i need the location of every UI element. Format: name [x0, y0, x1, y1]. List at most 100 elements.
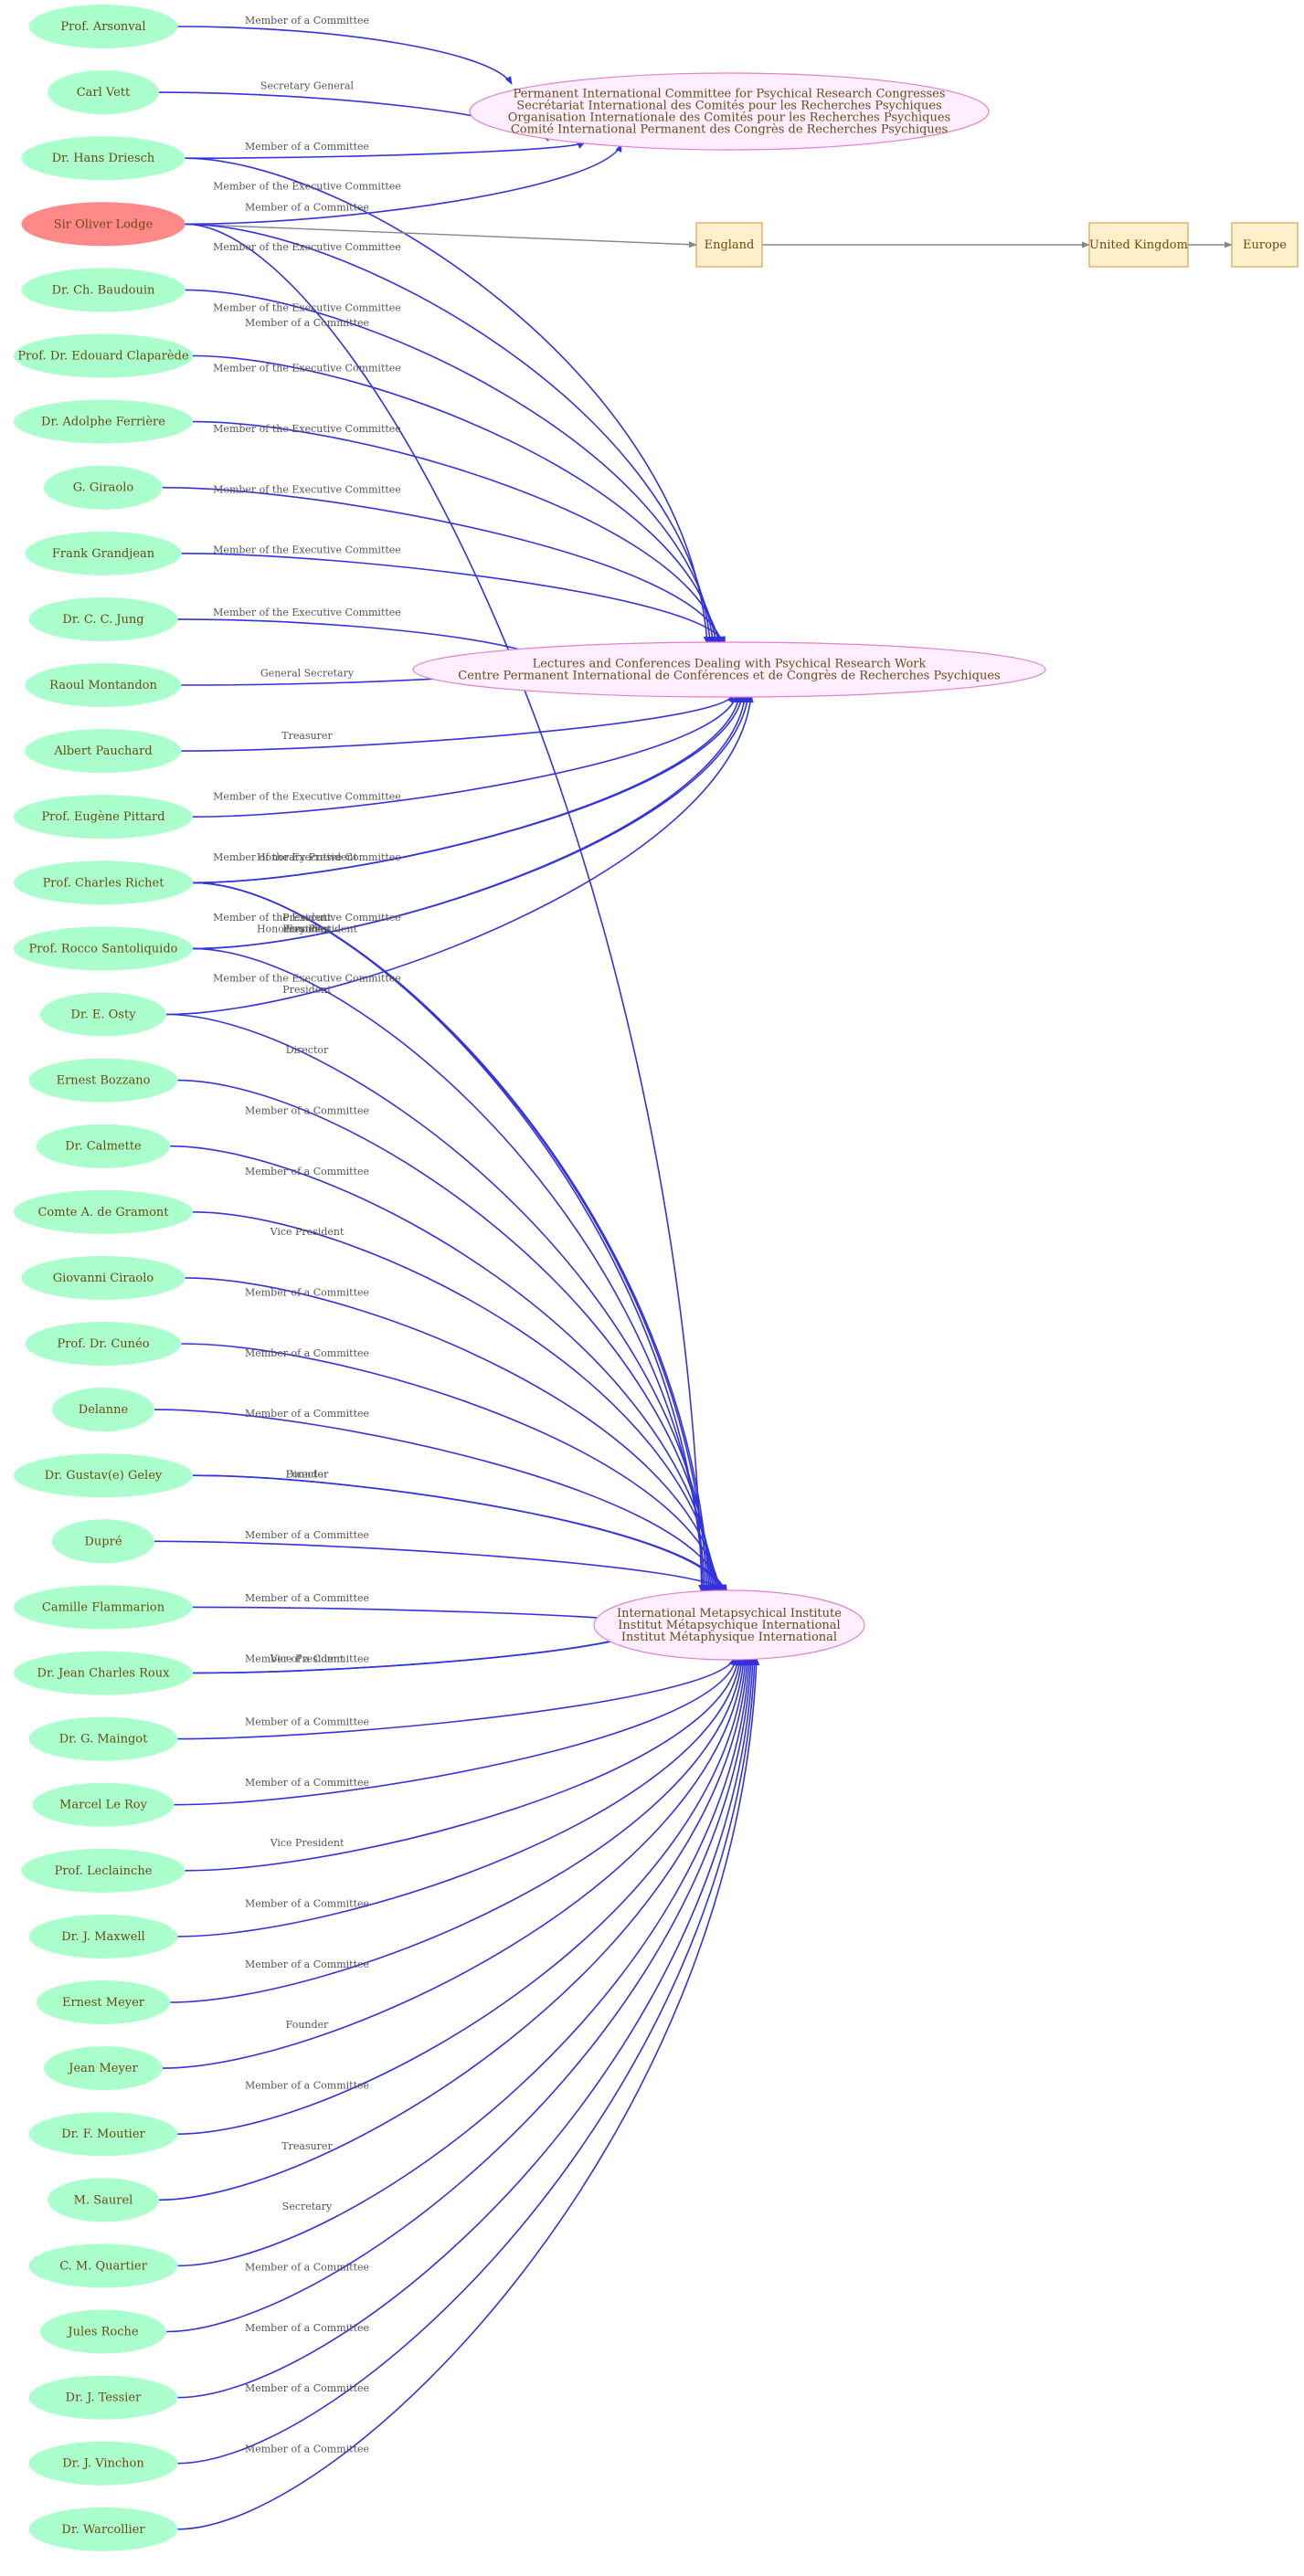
node-gramont[interactable]: Comte A. de Gramont [14, 1189, 193, 1234]
edge-label-honorary-president: Honorary President [257, 851, 358, 863]
node-dupre[interactable]: Dupré [52, 1519, 154, 1564]
edge-flammarion-imi [192, 1606, 656, 1626]
node-label: Ernest Meyer [62, 1996, 145, 2010]
node-santoliquido[interactable]: Prof. Rocco Santoliquido [14, 926, 193, 971]
node-label: Raoul Montandon [49, 679, 157, 692]
node-quartier[interactable]: C. M. Quartier [28, 2243, 178, 2288]
node-label: Prof. Dr. Edouard Claparède [17, 350, 188, 364]
node-ciraolo[interactable]: Giovanni Ciraolo [21, 1255, 186, 1300]
node-roche[interactable]: Jules Roche [39, 2309, 167, 2354]
node-warcollier[interactable]: Dr. Warcollier [28, 2507, 178, 2551]
node-bozzano[interactable]: Ernest Bozzano [28, 1058, 178, 1103]
node-label: Prof. Rocco Santoliquido [29, 942, 178, 955]
person-ellipse [14, 399, 193, 444]
node-label: Prof. Charles Richet [43, 876, 165, 890]
person-ellipse [21, 1848, 186, 1893]
node-pittard[interactable]: Prof. Eugène Pittard [14, 795, 193, 839]
edge-lodge-lec [185, 223, 714, 645]
edge-label-member-of-the-executive-committee: Member of the Executive Committee [213, 912, 401, 924]
node-label: Dr. J. Tessier [66, 2391, 142, 2405]
edge-label-member-of-a-committee: Member of a Committee [245, 2322, 369, 2334]
edge-claparede-lec [192, 354, 719, 645]
node-calmette[interactable]: Dr. Calmette [36, 1124, 171, 1168]
node-maxwell[interactable]: Dr. J. Maxwell [28, 1914, 178, 1958]
edge-driesch-pic [185, 142, 586, 159]
edge-label-member-of-a-committee: Member of a Committee [245, 2382, 369, 2394]
node-osty[interactable]: Dr. E. Osty [39, 992, 167, 1037]
node-richet[interactable]: Prof. Charles Richet [14, 860, 193, 905]
edge-label-member-of-the-executive-committee: Member of the Executive Committee [213, 423, 401, 435]
node-label: Albert Pauchard [53, 744, 152, 758]
node-emeyer[interactable]: Ernest Meyer [36, 1980, 171, 2024]
node-label: Dr. Gustav(e) Geley [45, 1469, 163, 1483]
node-label: Comte A. de Gramont [37, 1206, 169, 1219]
node-leroy[interactable]: Marcel Le Roy [32, 1782, 175, 1827]
node-arsonval[interactable]: Prof. Arsonval [28, 5, 178, 48]
node-leclainche[interactable]: Prof. Leclainche [21, 1848, 186, 1893]
node-lec[interactable]: Lectures and Conferences Dealing with Ps… [412, 641, 1046, 698]
person-ellipse [28, 5, 178, 48]
node-grandjean[interactable]: Frank Grandjean [25, 531, 182, 575]
edge-delanne-imi [154, 1409, 725, 1593]
edge-leroy-imi [174, 1657, 738, 1806]
node-saurel[interactable]: M. Saurel [48, 2178, 159, 2222]
node-lodge[interactable]: Sir Oliver Lodge [21, 202, 186, 247]
edge-santoliquido-imi [192, 947, 709, 1593]
edge-vinchon-imi [177, 1657, 758, 2465]
edge-label-member-of-a-committee: Member of a Committee [245, 1104, 369, 1116]
node-vett[interactable]: Carl Vett [48, 70, 159, 115]
edge-label-founder: Founder [286, 2019, 329, 2031]
node-label: Dr. Warcollier [61, 2523, 145, 2537]
node-label-line: Secrétariat International des Comités po… [516, 100, 941, 113]
node-label: England [705, 238, 755, 252]
person-ellipse [14, 795, 193, 839]
person-ellipse [39, 2309, 167, 2354]
node-montandon[interactable]: Raoul Montandon [25, 663, 182, 707]
person-ellipse [14, 926, 193, 971]
node-jung[interactable]: Dr. C. C. Jung [28, 596, 178, 641]
node-claparede[interactable]: Prof. Dr. Edouard Claparède [14, 333, 193, 378]
edge-giraolo-lec [162, 486, 724, 645]
node-jmeyer[interactable]: Jean Meyer [44, 2046, 163, 2091]
node-europe[interactable]: Europe [1231, 222, 1299, 268]
org-ellipse [412, 641, 1046, 698]
node-delanne[interactable]: Delanne [52, 1388, 154, 1432]
person-ellipse [28, 596, 178, 641]
node-roux[interactable]: Dr. Jean Charles Roux [14, 1651, 193, 1695]
node-ferriere[interactable]: Dr. Adolphe Ferrière [14, 399, 193, 444]
edge-dupre-imi [154, 1540, 728, 1593]
node-driesch[interactable]: Dr. Hans Driesch [21, 136, 186, 181]
person-ellipse [25, 531, 182, 575]
node-baudouin[interactable]: Dr. Ch. Baudouin [21, 268, 186, 312]
person-ellipse [14, 860, 193, 905]
node-flammarion[interactable]: Camille Flammarion [14, 1585, 193, 1630]
node-pic[interactable]: Permanent International Committee for Ps… [469, 72, 990, 151]
edge-quartier-imi [177, 1657, 753, 2267]
edge-label-treasurer: Treasurer [281, 730, 333, 742]
edge-calmette-imi [170, 1145, 717, 1593]
edge-label-president: President [282, 923, 332, 934]
node-vinchon[interactable]: Dr. J. Vinchon [28, 2441, 178, 2486]
node-label: Prof. Dr. Cunéo [57, 1337, 149, 1351]
node-label: Dr. Ch. Baudouin [52, 283, 155, 297]
edge-label-honorary-president: Honorary President [257, 923, 358, 934]
place-box [695, 222, 763, 268]
node-pauchard[interactable]: Albert Pauchard [25, 729, 182, 774]
node-giraolo[interactable]: G. Giraolo [44, 465, 163, 510]
node-geley[interactable]: Dr. Gustav(e) Geley [14, 1453, 193, 1498]
node-england[interactable]: England [695, 222, 763, 268]
node-tessier[interactable]: Dr. J. Tessier [28, 2375, 178, 2420]
node-cuneo[interactable]: Prof. Dr. Cunéo [25, 1322, 182, 1366]
node-maingot[interactable]: Dr. G. Maingot [28, 1716, 178, 1761]
person-ellipse [25, 729, 182, 774]
node-label-line: Organisation Internationale des Comités … [508, 111, 951, 125]
edge-label-member-of-the-executive-committee: Member of the Executive Committee [213, 483, 401, 495]
person-ellipse [28, 2112, 178, 2157]
node-moutier[interactable]: Dr. F. Moutier [28, 2112, 178, 2157]
edge-lodge-imi [185, 223, 705, 1593]
node-imi[interactable]: International Metapsychical InstituteIns… [593, 1589, 865, 1661]
edge-roux-imi [192, 1624, 656, 1674]
edge-arsonval-pic [177, 26, 513, 85]
node-uk[interactable]: United Kingdom [1088, 222, 1189, 268]
